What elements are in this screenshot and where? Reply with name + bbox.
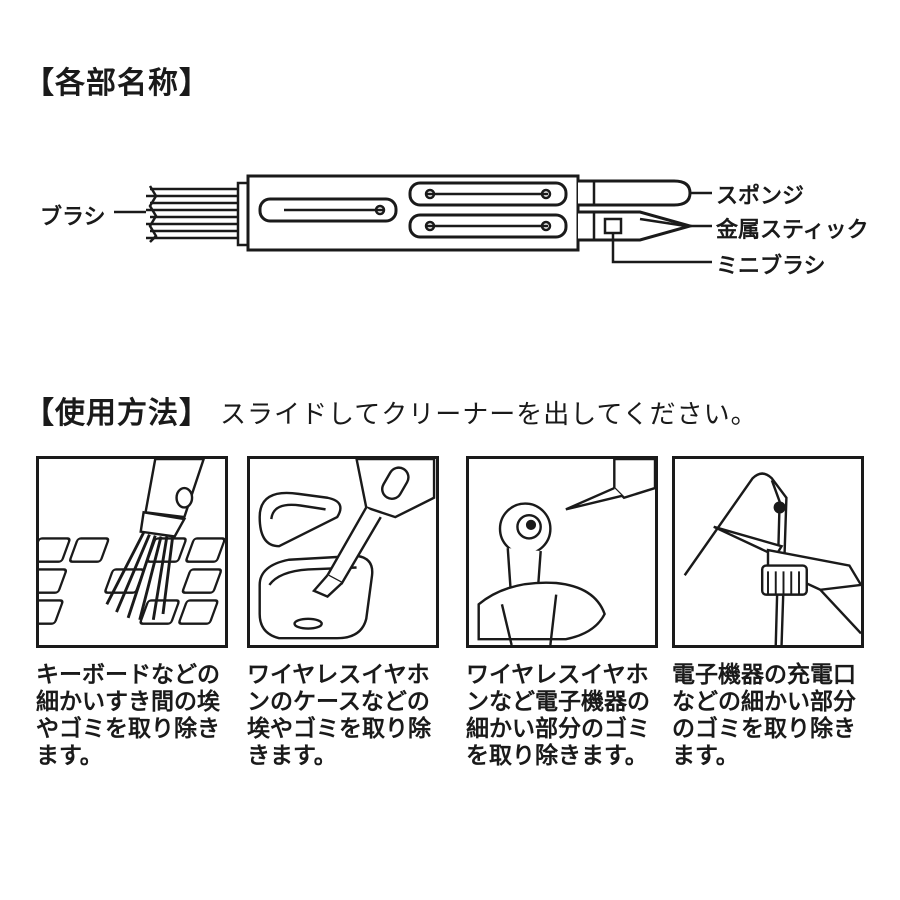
label-metal-stick: 金属スティック bbox=[716, 218, 869, 243]
earbud-cleaning-illustration bbox=[477, 459, 655, 645]
brush-bristles bbox=[146, 185, 242, 243]
parts-section-title: 【各部名称】 bbox=[24, 66, 210, 101]
usage-caption-earbud: ワイヤレスイヤホンなど電子機器の細かい部分のゴミを取り除きます。 bbox=[466, 662, 650, 769]
usage-panel-earbud bbox=[466, 456, 658, 648]
usage-subtitle: スライドしてクリーナーを出してください。 bbox=[220, 400, 758, 430]
label-sponge: スポンジ bbox=[716, 184, 805, 209]
label-brush: ブラシ bbox=[40, 205, 106, 230]
usage-title: 【使用方法】 bbox=[24, 396, 210, 431]
earbud-case-cleaning-illustration bbox=[258, 459, 436, 640]
usage-panel-keyboard bbox=[36, 456, 228, 648]
usage-caption-case: ワイヤレスイヤホンのケースなどの埃やゴミを取り除きます。 bbox=[247, 662, 431, 769]
usage-panel-case bbox=[247, 456, 439, 648]
usage-panel-port bbox=[672, 456, 864, 648]
usage-caption-port: 電子機器の充電口などの細かい部分のゴミを取り除きます。 bbox=[672, 662, 856, 769]
label-mini-brush: ミニブラシ bbox=[716, 254, 826, 279]
charging-port-cleaning-illustration bbox=[683, 472, 861, 645]
usage-section-title: 【使用方法】スライドしてクリーナーを出してください。 bbox=[24, 388, 758, 432]
cleaner-pen-diagram bbox=[114, 174, 712, 264]
usage-caption-keyboard: キーボードなどの細かいすき間の埃やゴミを取り除きます。 bbox=[36, 662, 220, 769]
keyboard-cleaning-illustration bbox=[39, 459, 225, 645]
